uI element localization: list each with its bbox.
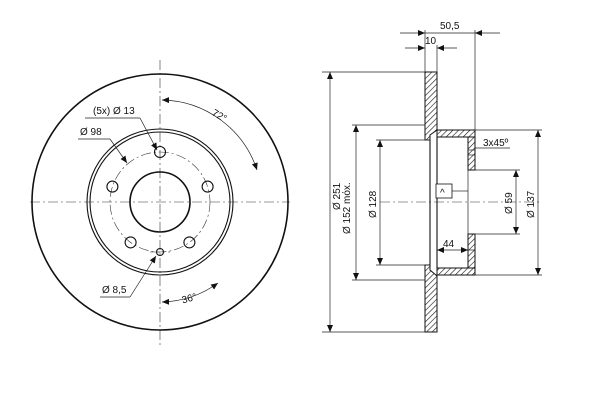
bolt-holes-label: (5x) Ø 13 bbox=[93, 106, 135, 117]
dim-10-label: 10 bbox=[425, 36, 437, 47]
angle-36-label: 36° bbox=[181, 292, 198, 307]
outer-disc-circle bbox=[31, 73, 289, 331]
bolt-hole bbox=[124, 236, 137, 249]
pcd-label: Ø 98 bbox=[80, 127, 102, 138]
center-bore-circle bbox=[129, 171, 191, 233]
dim-128-label: Ø 128 bbox=[368, 190, 379, 218]
hat-bottom-wall-section bbox=[436, 267, 476, 276]
dim-59-label: Ø 59 bbox=[504, 192, 515, 214]
dim-251-label: Ø 251 bbox=[332, 182, 343, 210]
braking-ring-upper-section bbox=[424, 71, 438, 141]
hat-outer-circle bbox=[89, 131, 231, 273]
hat-face-upper-section bbox=[467, 136, 476, 171]
dim-137-label: Ø 137 bbox=[526, 190, 537, 218]
braking-ring-lower-section bbox=[424, 264, 438, 333]
bolt-hole bbox=[106, 180, 119, 193]
angle-72-label: 72° bbox=[210, 108, 229, 125]
small-hole-label: Ø 8,5 bbox=[102, 285, 127, 296]
front-view: (5x) Ø 13 Ø 98 Ø 8,5 72° 36° bbox=[30, 60, 290, 345]
small-hole-leader-arrow bbox=[129, 255, 157, 298]
pcd-leader-arrow bbox=[109, 138, 128, 164]
surface-symbol-label: ^ bbox=[440, 188, 445, 199]
angle-72-arc bbox=[161, 97, 258, 171]
bolt-hole-leader-arrow bbox=[139, 117, 158, 151]
braking-ring-inner-circle bbox=[86, 128, 234, 276]
bolt-hole bbox=[183, 236, 196, 249]
angle-36-arc bbox=[161, 282, 219, 305]
dim-50-5-label: 50,5 bbox=[440, 21, 460, 32]
section-view: 50,5 10 Ø 251 Ø 152 mόx. Ø 128 3x45º Ø 5… bbox=[322, 21, 542, 333]
bolt-holes bbox=[106, 145, 214, 249]
hat-face-lower-section bbox=[467, 233, 476, 269]
bolt-hole bbox=[201, 180, 214, 193]
hat-top-wall-section bbox=[436, 129, 476, 138]
dim-152-label: Ø 152 mόx. bbox=[341, 182, 353, 234]
chamfer-label: 3x45º bbox=[483, 138, 509, 149]
dim-44-label: 44 bbox=[443, 239, 455, 250]
